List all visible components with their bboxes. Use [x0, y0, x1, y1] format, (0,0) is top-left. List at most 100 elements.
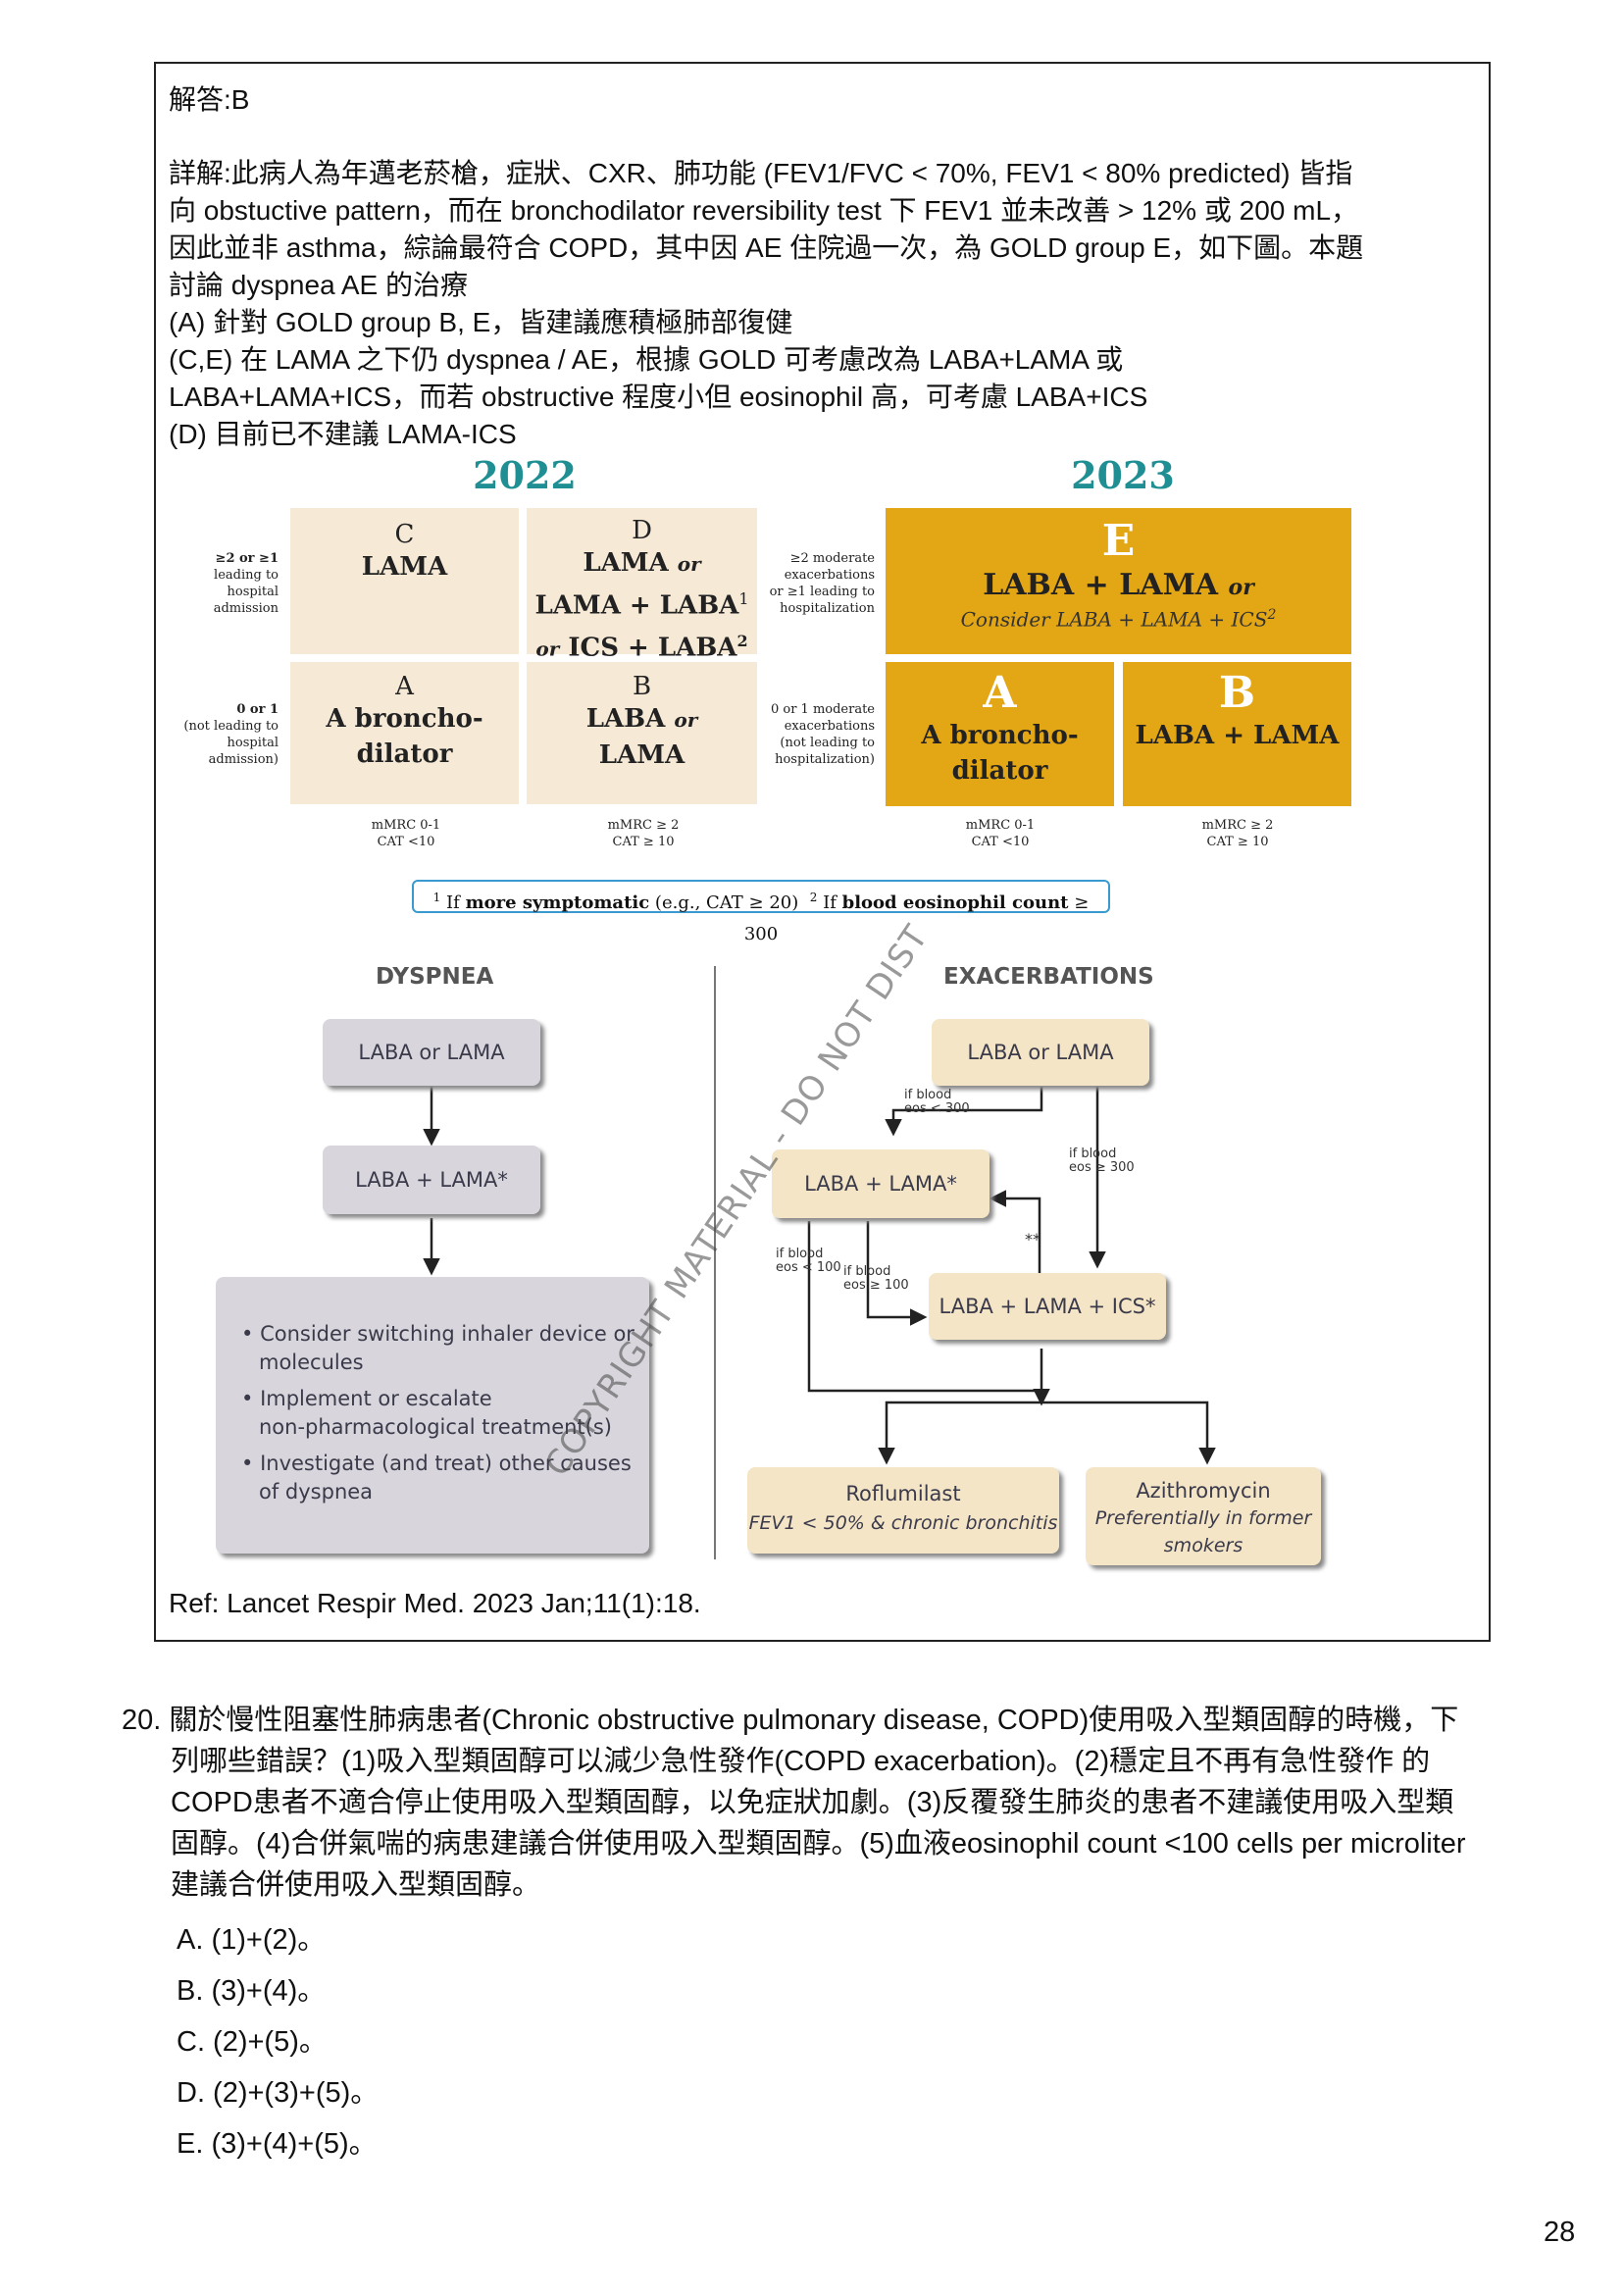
exacerbations-title: EXACERBATIONS — [943, 964, 1154, 990]
cell-text: ICS + LABA — [568, 633, 737, 663]
answer-options: A. (1)+(2)。 B. (3)+(4)。 C. (2)+(5)。 D. (… — [177, 1920, 379, 2164]
flow-label-line: if blood — [904, 1088, 952, 1102]
footnote-text: (e.g., CAT ≥ 20) — [654, 892, 799, 913]
flow-connectors — [423, 966, 1216, 1559]
explanation-line: 討論 dyspnea AE 的治療 — [169, 270, 469, 300]
azithromycin-box: Azithromycin Preferentially in former sm… — [1086, 1467, 1321, 1565]
flow-label-line: eos < 300 — [904, 1101, 970, 1116]
arrow — [878, 1401, 1041, 1465]
cell-a-2023: A A broncho- dilator — [886, 662, 1114, 806]
explanation-line: 因此並非 asthma，綜論最符合 COPD，其中因 AE 住院過一次，為 GO… — [169, 232, 1364, 263]
arrow — [989, 1190, 1041, 1281]
row-label-line: leading to — [214, 568, 279, 583]
cell-letter: A — [395, 672, 414, 701]
roflumilast-box: Roflumilast FEV1 < 50% & chronic bronchi… — [747, 1467, 1059, 1554]
question-line: COPD患者不適合停止使用吸入型類固醇，以免症狀加劇。(3)反覆發生肺炎的患者不… — [171, 1787, 1454, 1818]
cell-text: LAMA — [361, 552, 448, 582]
double-star: ** — [1025, 1230, 1040, 1249]
answer-label: 解答:B — [169, 84, 250, 115]
dyspnea-advice-box: • Consider switching inhaler device or m… — [216, 1277, 649, 1554]
cell-text: dilator — [951, 756, 1048, 786]
superscript: 2 — [1267, 607, 1277, 623]
explanation-line: 向 obstuctive pattern，而在 bronchodilator r… — [169, 195, 1359, 226]
cell-text: dilator — [356, 739, 453, 769]
bullet-text: Consider switching inhaler device or — [260, 1322, 634, 1346]
row-label-line: admission) — [208, 752, 279, 767]
explanation-line: (A) 針對 GOLD group B, E，皆建議應積極肺部復健 — [169, 307, 793, 337]
cell-letter: B — [1218, 668, 1256, 718]
bullet-text: Investigate (and treat) other causes — [260, 1452, 632, 1475]
question-line: 建議合併使用吸入型類固醇。 — [171, 1869, 541, 1901]
row-label-line: (not leading to — [183, 719, 279, 734]
or-text: or — [677, 552, 701, 576]
cell-text: LAMA + LABA — [534, 590, 739, 621]
superscript: 1 — [432, 891, 441, 904]
arrow — [866, 1221, 928, 1326]
dyspnea-step2-box: LABA + LAMA* — [323, 1146, 540, 1214]
flow-label-line: eos ≥ 100 — [843, 1278, 909, 1293]
cell-letter: A — [983, 668, 1017, 718]
arrow — [1041, 1401, 1216, 1465]
question-line: 列哪些錯誤？(1)吸入型類固醇可以減少急性發作(COPD exacerbatio… — [171, 1746, 1431, 1777]
cell-b-2023: B LABA + LAMA — [1123, 662, 1351, 806]
cell-letter: D — [632, 516, 652, 545]
row-label-2022-bottom: 0 or 1 (not leading to hospital admissio… — [167, 701, 279, 768]
label-eos-lt300: if blood eos < 300 — [904, 1089, 970, 1116]
option-a: A. (1)+(2)。 — [177, 1924, 327, 1956]
dyspnea-step1-box: LABA or LAMA — [323, 1019, 540, 1086]
exacerbation-step1-box: LABA or LAMA — [932, 1019, 1149, 1086]
row-label-line: (not leading to — [780, 736, 875, 750]
row-label-line: ≥2 or ≥1 — [215, 551, 279, 566]
footnote-bold: more symptomatic — [465, 892, 650, 913]
cell-b-2022: B LABA or LAMA — [527, 662, 757, 804]
explanation-line: (C,E) 在 LAMA 之下仍 dyspnea / AE，根據 GOLD 可考… — [169, 344, 1124, 375]
row-label-line: hospital — [227, 585, 279, 599]
col-label-2022-low: mMRC 0-1 CAT <10 — [328, 817, 484, 850]
year-2022: 2022 — [473, 453, 577, 497]
footnote-text: If — [446, 892, 460, 913]
row-label-line: admission — [213, 601, 279, 616]
bullet-item: • Investigate (and treat) other causes — [241, 1452, 632, 1475]
cell-text: Consider LABA + LAMA + ICS — [960, 607, 1268, 632]
cell-text: LABA + LAMA — [983, 568, 1219, 602]
box-subtitle: FEV1 < 50% & chronic bronchitis — [748, 1512, 1058, 1534]
question-20: 20. 關於慢性阻塞性肺病患者(Chronic obstructive pulm… — [122, 1700, 1466, 1906]
bullet-item: • Consider switching inhaler device or — [241, 1322, 634, 1346]
label-eos-lt100: if blood eos < 100 — [776, 1248, 841, 1275]
cell-e-2023: E LABA + LAMA or Consider LABA + LAMA + … — [886, 508, 1351, 654]
footnote-bold: blood eosinophil count — [841, 892, 1069, 913]
superscript: 2 — [736, 631, 748, 650]
row-label-2023-top: ≥2 moderate exacerbations or ≥1 leading … — [765, 550, 875, 617]
row-label-line: hospitalization) — [775, 752, 875, 767]
answer-box — [154, 62, 1491, 1642]
bullet-text: Implement or escalate — [260, 1387, 492, 1410]
option-c: C. (2)+(5)。 — [177, 2026, 328, 2058]
cell-c-2022: C LAMA — [290, 508, 519, 654]
bullet-item: • Implement or escalate — [241, 1387, 492, 1410]
col-label-line: mMRC ≥ 2 — [607, 818, 680, 833]
flow-label-line: eos < 100 — [776, 1260, 841, 1275]
cell-text: LABA + LAMA — [1135, 721, 1340, 750]
exacerbation-step2-box: LABA + LAMA* — [772, 1149, 990, 1218]
arrow — [885, 1087, 1043, 1137]
cell-text: A broncho- — [921, 721, 1079, 750]
footnote-text: If — [823, 892, 837, 913]
page-number: 28 — [1544, 2217, 1576, 2248]
col-label-line: CAT <10 — [377, 835, 435, 849]
option-e: E. (3)+(4)+(5)。 — [177, 2128, 378, 2160]
row-label-line: 0 or 1 moderate — [770, 702, 875, 717]
flow-label-line: eos ≥ 300 — [1069, 1160, 1135, 1175]
flow-label-line: if blood — [776, 1247, 824, 1261]
explanation-line: 詳解:此病人為年邁老菸槍，症狀、CXR、肺功能 (FEV1/FVC < 70%,… — [169, 158, 1353, 188]
row-label-line: ≥2 moderate — [789, 551, 875, 566]
bullet-text: molecules — [259, 1351, 364, 1374]
box-subtitle: Preferentially in former — [1094, 1507, 1312, 1529]
box-title: Roflumilast — [845, 1482, 961, 1505]
option-d: D. (2)+(3)+(5)。 — [177, 2077, 380, 2109]
row-label-line: or ≥1 leading to — [769, 585, 875, 599]
row-label-line: hospitalization — [780, 601, 875, 616]
col-label-line: CAT <10 — [971, 835, 1030, 849]
superscript: 1 — [738, 589, 749, 608]
col-label-2022-high: mMRC ≥ 2 CAT ≥ 10 — [565, 817, 722, 850]
col-label-line: mMRC 0-1 — [965, 818, 1036, 833]
